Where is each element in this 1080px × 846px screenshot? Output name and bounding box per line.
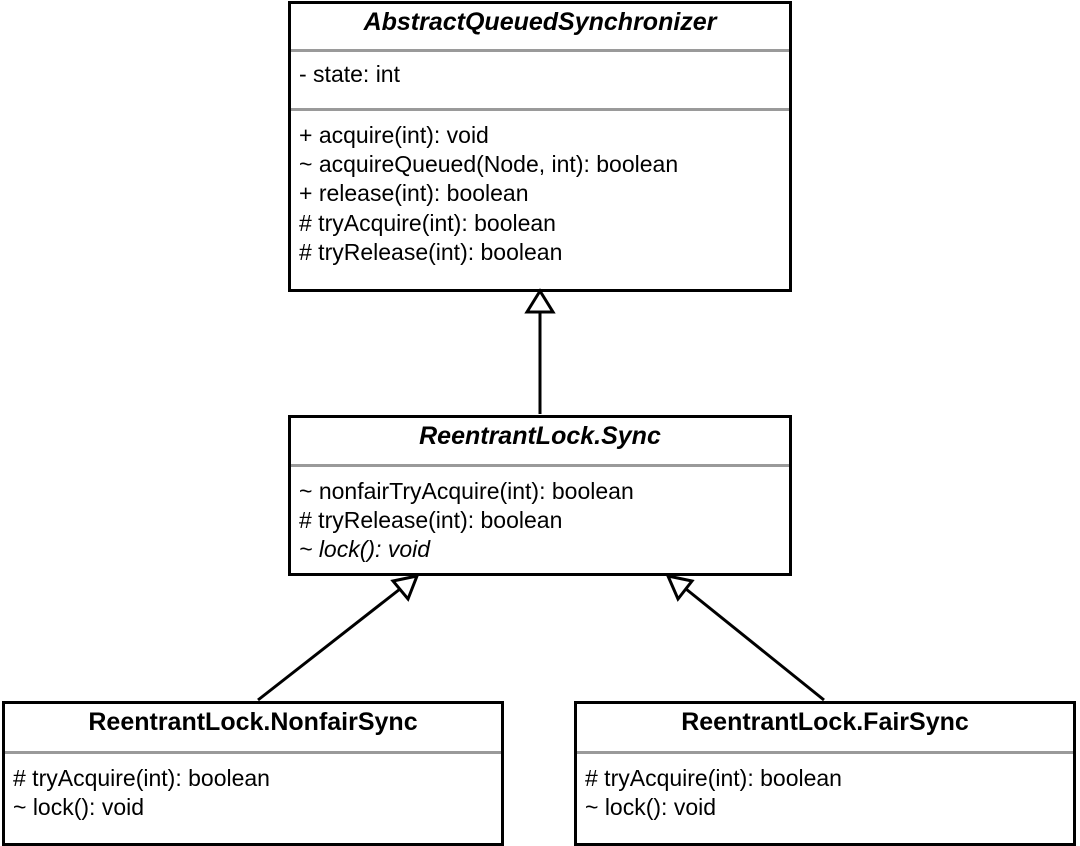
generalization-nonfairsync-to-sync	[257, 573, 420, 702]
operation-row: ~ acquireQueued(Node, int): boolean	[299, 151, 679, 178]
class-box-abstract-queued-synchronizer[interactable]: AbstractQueuedSynchronizer - state: int …	[288, 1, 792, 292]
operation-row: # tryAcquire(int): boolean	[299, 209, 556, 236]
attribute-row: - state: int	[299, 61, 400, 87]
generalization-line	[685, 587, 825, 702]
operation-row: # tryAcquire(int): boolean	[585, 765, 842, 791]
class-box-reentrantlock-sync[interactable]: ReentrantLock.Sync ~ nonfairTryAcquire(i…	[288, 415, 792, 576]
class-title-reentrantlock-sync: ReentrantLock.Sync	[419, 422, 661, 450]
generalization-fairsync-to-sync	[665, 573, 825, 702]
operation-row: ~ lock(): void	[585, 794, 717, 821]
class-box-reentrantlock-fairsync[interactable]: ReentrantLock.FairSync # tryAcquire(int)…	[574, 701, 1076, 846]
operations-compartment-nonfairsync: # tryAcquire(int): boolean ~ lock(): voi…	[5, 751, 501, 843]
hollow-triangle-arrowhead	[524, 288, 556, 314]
operations-compartment-aqs: + acquire(int): void ~ acquireQueued(Nod…	[291, 108, 789, 289]
hollow-triangle-arrowhead	[665, 573, 695, 602]
generalization-sync-to-aqs	[524, 288, 556, 414]
operation-row: # tryRelease(int): boolean	[299, 507, 563, 534]
operation-row: # tryRelease(int): boolean	[299, 238, 563, 265]
attributes-compartment-aqs: - state: int	[291, 49, 789, 108]
class-box-reentrantlock-nonfairsync[interactable]: ReentrantLock.NonfairSync # tryAcquire(i…	[2, 701, 504, 846]
operations-compartment-fairsync: # tryAcquire(int): boolean ~ lock(): voi…	[577, 751, 1073, 843]
operations-compartment-sync: ~ nonfairTryAcquire(int): boolean # tryR…	[291, 464, 789, 573]
operation-row: + release(int): boolean	[299, 180, 529, 207]
class-title-reentrantlock-nonfairsync: ReentrantLock.NonfairSync	[88, 708, 418, 736]
operation-row: # tryAcquire(int): boolean	[13, 765, 270, 791]
generalization-line	[257, 587, 401, 702]
hollow-triangle-arrowhead	[390, 573, 420, 602]
operation-row: ~ nonfairTryAcquire(int): boolean	[299, 478, 634, 504]
operation-row-abstract: ~ lock(): void	[299, 536, 431, 563]
operation-row: ~ lock(): void	[13, 794, 145, 821]
class-title-reentrantlock-fairsync: ReentrantLock.FairSync	[681, 708, 969, 736]
class-title-abstract-queued-synchronizer: AbstractQueuedSynchronizer	[363, 8, 717, 36]
operation-row: + acquire(int): void	[299, 122, 489, 148]
